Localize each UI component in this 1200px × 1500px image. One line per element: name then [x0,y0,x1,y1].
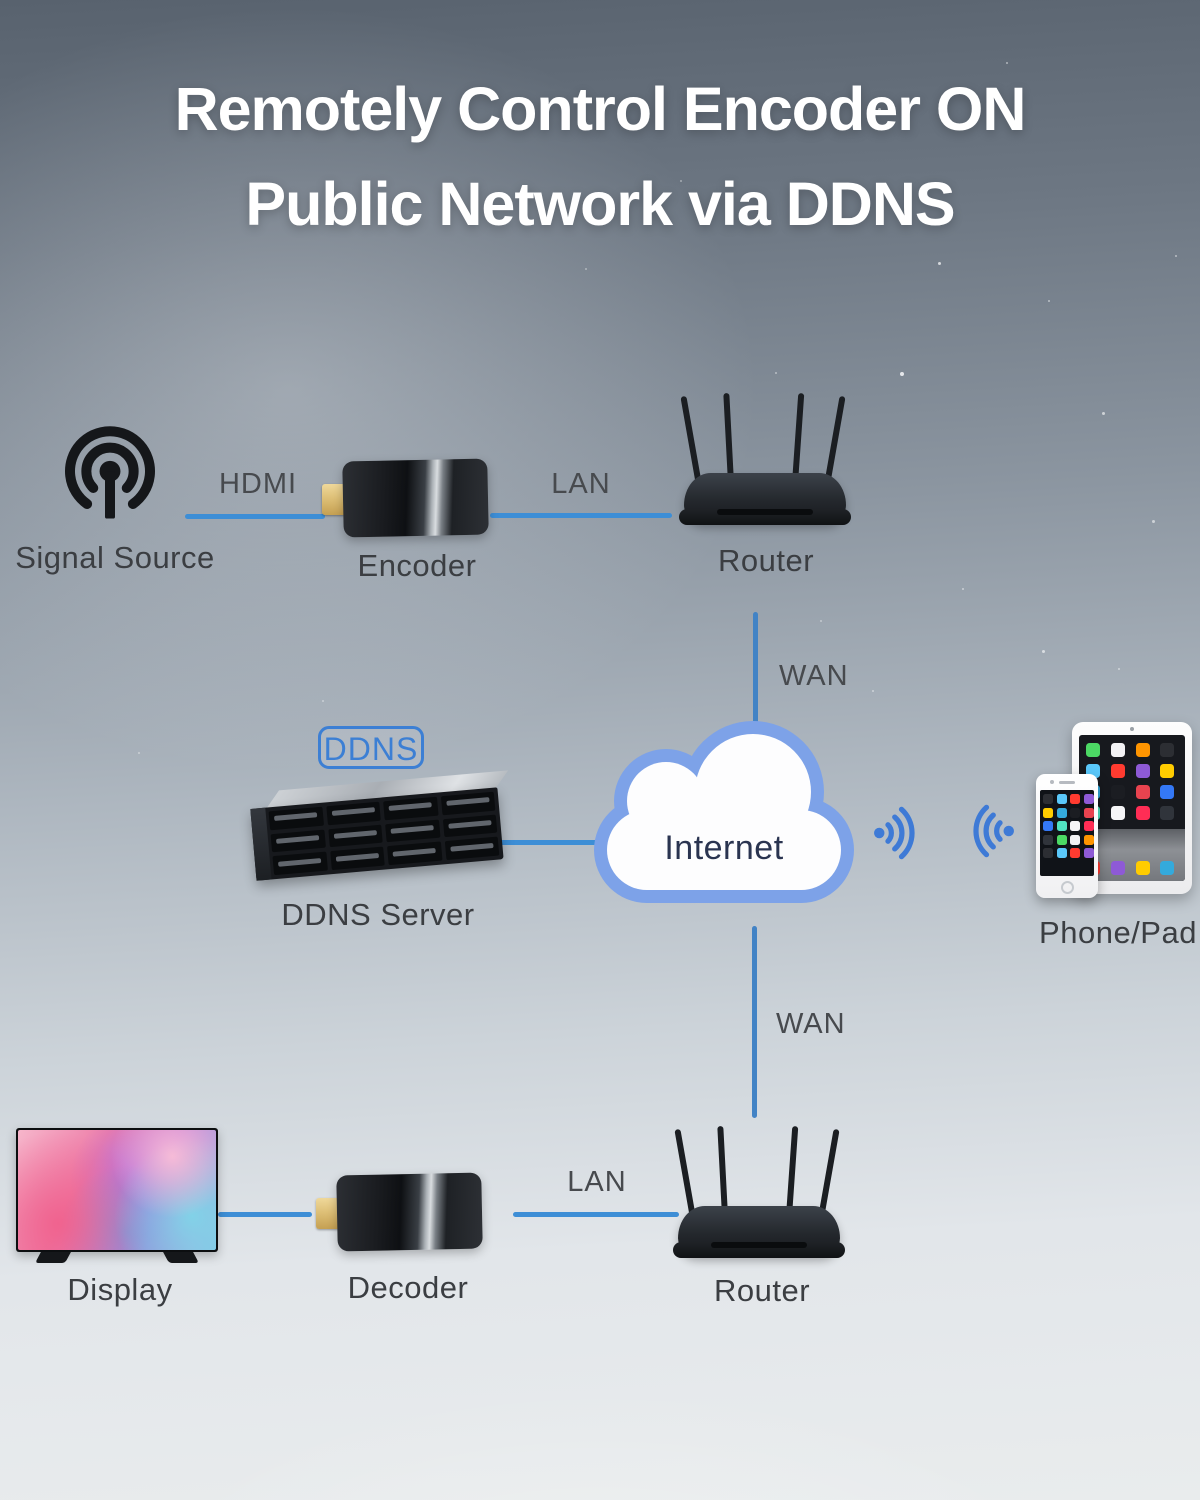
antenna-icon [723,392,734,484]
display-label: Display [67,1272,173,1307]
lan-top-line [490,513,672,518]
server-cloud-line [478,840,618,845]
ipad-app-grid [1086,743,1178,820]
lan-bottom-label: LAN [567,1166,627,1198]
wan-top-line [753,612,758,729]
camera-icon [1050,780,1054,784]
display-device [16,1128,218,1263]
decoder-body [336,1172,483,1252]
router-bottom-label: Router [713,1273,811,1308]
antenna-icon [824,395,846,486]
hdmi-plug-icon [322,484,346,515]
antenna-icon [674,1128,696,1219]
lan-top-label: LAN [551,468,611,500]
iphone-device [1036,774,1098,898]
ddns-server-device [250,770,509,906]
internet-cloud: Internet [594,721,866,915]
router-body [679,473,851,525]
wifi-signal-left-icon [958,802,1016,860]
page-title: Remotely Control Encoder ON Public Netwo… [0,62,1200,252]
encoder-body [342,458,489,538]
tv-screen [18,1130,216,1250]
tv-leg [163,1252,199,1263]
title-line-1: Remotely Control Encoder ON [174,75,1027,143]
tv-leg [35,1252,71,1263]
lan-bottom-line [513,1212,679,1217]
antenna-icon [818,1128,840,1219]
phone-pad-label: Phone/Pad [1039,915,1197,950]
antenna-icon [680,395,702,486]
internet-label: Internet [664,829,784,867]
speaker-icon [1059,781,1075,784]
server-drive-bays [268,791,500,876]
antenna-icon [717,1125,728,1217]
wan-bottom-line [752,926,757,1118]
camera-icon [1130,727,1134,731]
hdmi-label: HDMI [218,468,298,500]
antenna-icon [786,1126,799,1217]
title-line-2: Public Network via DDNS [245,170,955,238]
router-top-label: Router [717,543,815,578]
router-body [673,1206,845,1258]
broadcast-icon [64,424,156,524]
iphone-screen [1040,790,1094,876]
ddns-badge: DDNS [318,726,424,769]
wifi-signal-right-icon [872,804,930,862]
signal-source-label: Signal Source [15,540,215,575]
decoder-label: Decoder [347,1270,469,1305]
hdmi-line [185,514,325,519]
router-top-device [679,392,851,525]
decoder-device [316,1172,483,1252]
display-decoder-line [218,1212,312,1217]
home-button [1060,881,1074,894]
encoder-label: Encoder [357,548,477,583]
wan-bottom-label: WAN [776,1008,846,1040]
iphone-app-grid [1043,794,1094,858]
hdmi-plug-icon [316,1198,340,1229]
antenna-icon [792,393,805,484]
ipad-dock [1086,861,1178,875]
router-bottom-device [673,1125,845,1258]
encoder-device [322,458,489,538]
ddns-server-label: DDNS Server [281,897,475,932]
wan-top-label: WAN [779,660,849,692]
